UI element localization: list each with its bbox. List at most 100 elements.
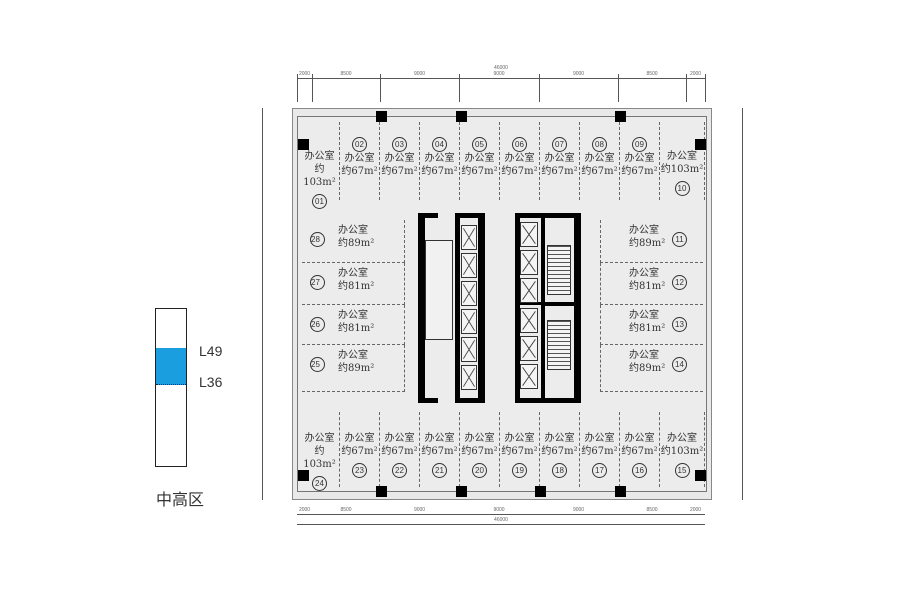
room-area: 约81m² (629, 281, 666, 292)
dimension-tick (380, 74, 381, 102)
room-area: 约89m² (338, 238, 375, 249)
room-label: 办公室 (384, 153, 415, 164)
core-wall (541, 302, 581, 306)
room-area: 约67m² (381, 446, 418, 457)
room-number: 20 (472, 463, 487, 478)
room-area: 约103m² (303, 446, 336, 470)
core-wall (515, 302, 545, 305)
room-label: 办公室 (338, 310, 368, 321)
room-area: 约67m² (541, 166, 578, 177)
elevator-icon (520, 364, 538, 389)
dimension-line (297, 78, 705, 79)
dimension-value: 9000 (493, 507, 505, 513)
room-area: 约89m² (629, 363, 666, 374)
dimension-tick (618, 74, 619, 102)
room-area: 约81m² (338, 323, 375, 334)
dimension-total: 46000 (494, 65, 508, 71)
top-floor-label: L49 (199, 343, 223, 359)
column (456, 486, 467, 497)
core-wall (418, 398, 438, 403)
elevator-icon (461, 365, 477, 390)
dimension-line (262, 108, 263, 500)
room-label: 办公室 (544, 153, 575, 164)
elevator-icon (461, 281, 477, 306)
room-label: 办公室 (504, 153, 535, 164)
elevator-icon (520, 308, 538, 333)
room-label: 办公室 (584, 433, 615, 444)
room-label: 办公室 (384, 433, 415, 444)
column (376, 111, 387, 122)
room-label: 办公室 (344, 153, 375, 164)
room-number: 14 (672, 357, 687, 372)
room-number: 27 (310, 275, 325, 290)
room-area: 约67m² (621, 446, 658, 457)
room-number: 03 (392, 137, 407, 152)
column (535, 486, 546, 497)
column (298, 139, 309, 150)
room-area: 约67m² (421, 446, 458, 457)
room-number: 24 (312, 476, 327, 491)
room-label: 办公室 (624, 433, 655, 444)
dimension-value: 8500 (646, 71, 658, 77)
room-number: 07 (552, 137, 567, 152)
column (456, 111, 467, 122)
bottom-floor-label: L36 (199, 374, 223, 390)
restroom-area (425, 240, 453, 340)
room-number: 11 (672, 232, 687, 247)
room-label: 办公室 (624, 153, 655, 164)
stair-icon (547, 320, 571, 370)
core-wall (418, 213, 425, 403)
elevator-icon (461, 337, 477, 362)
column (615, 486, 626, 497)
dimension-value: 2000 (298, 507, 311, 513)
room-number: 25 (310, 357, 325, 372)
dimension-value: 2000 (689, 507, 702, 513)
room-number: 15 (674, 463, 690, 478)
elevator-icon (520, 336, 538, 361)
room-area: 约103m² (303, 164, 336, 188)
dimension-tick (539, 74, 540, 102)
dimension-tick (686, 74, 687, 102)
elevator-icon (461, 309, 477, 334)
room-label: 办公室 (629, 310, 659, 321)
room-label: 办公室 (338, 350, 368, 361)
room-area: 约67m² (461, 446, 498, 457)
elevator-icon (461, 253, 477, 278)
dimension-value: 9000 (413, 71, 426, 77)
room-number: 05 (472, 137, 487, 152)
column (615, 111, 626, 122)
room-label: 办公室 (629, 268, 659, 279)
room-number: 21 (432, 463, 447, 478)
room-number: 10 (674, 181, 690, 196)
room-label: 办公室 (344, 433, 375, 444)
room-label: 办公室 (667, 433, 697, 444)
room-label: 办公室 (424, 433, 455, 444)
room-number: 09 (632, 137, 647, 152)
room-label: 办公室 (464, 433, 495, 444)
dimension-line (297, 514, 705, 515)
room-number: 08 (592, 137, 607, 152)
room-label: 办公室 (304, 433, 335, 444)
dimension-value: 8500 (646, 507, 658, 513)
room-number: 22 (392, 463, 407, 478)
column (376, 486, 387, 497)
room-area: 约67m² (501, 166, 538, 177)
room-label: 办公室 (629, 225, 659, 236)
column (298, 470, 309, 481)
